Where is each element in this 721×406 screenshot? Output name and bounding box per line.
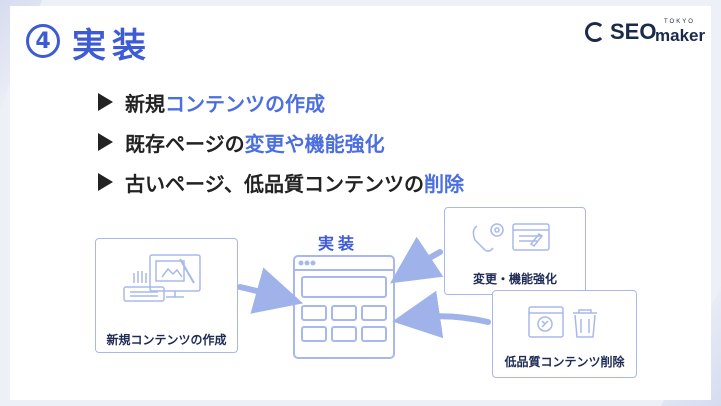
bullet-text: 既存ページの [125, 131, 245, 156]
new-content-box: 新規コンテンツの作成 [95, 238, 238, 353]
implementation-label: 実装 [318, 234, 359, 253]
triangle-bullet-icon [98, 133, 113, 151]
logo-maker-text: maker [655, 26, 706, 45]
bullet-item: 新規コンテンツの作成 [98, 82, 464, 122]
modify-enhance-label: 変更・機能強化 [472, 272, 557, 286]
bullet-highlight: 変更や機能強化 [244, 131, 385, 156]
new-content-label: 新規コンテンツの作成 [106, 333, 227, 347]
computer-design-icon [123, 254, 201, 302]
bullet-item: 既存ページの変更や機能強化 [98, 122, 464, 162]
arrow-bottom-right [392, 290, 491, 339]
arrow-top-right [390, 236, 444, 284]
low-quality-delete-box: 低品質コンテンツ削除 [492, 290, 637, 378]
bullet-item: 古いページ、低品質コンテンツの削除 [98, 162, 464, 202]
logo-seo-text: SEO [610, 19, 657, 44]
modify-enhance-box: 変更・機能強化 [444, 207, 586, 295]
triangle-bullet-icon [98, 93, 113, 111]
bullet-list: 新規コンテンツの作成 既存ページの変更や機能強化 古いページ、低品質コンテンツの… [98, 82, 464, 202]
bullet-text: 新規 [125, 91, 165, 116]
bullet-highlight: 削除 [424, 171, 464, 196]
triangle-bullet-icon [98, 173, 113, 191]
arrow-left [237, 267, 304, 314]
step-number-badge: 4 [26, 24, 60, 58]
slide-title: 実装 [72, 26, 152, 66]
bullet-highlight: コンテンツの作成 [165, 91, 325, 116]
low-quality-delete-label: 低品質コンテンツ削除 [504, 355, 625, 369]
delete-content-icon [528, 306, 597, 338]
logo-ring-icon [585, 22, 605, 42]
logo-tokyo-text: TOKYO [664, 19, 695, 25]
settings-edit-icon [472, 223, 550, 252]
brand-logo: SEO TOKYO maker [585, 18, 705, 52]
bullet-text: 古いページ、低品質コンテンツの [125, 171, 424, 196]
